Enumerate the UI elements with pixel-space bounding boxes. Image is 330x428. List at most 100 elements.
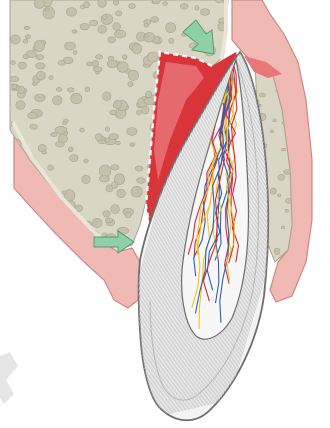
bone-pore: [270, 188, 276, 194]
bone-pore: [103, 92, 111, 101]
bone-pore: [99, 176, 109, 182]
bone-pore: [128, 70, 138, 80]
bone-pore: [169, 38, 174, 43]
bone-pore: [53, 96, 62, 105]
bone-pore: [10, 76, 19, 82]
bone-pore: [11, 61, 16, 65]
bone-pore: [49, 243, 55, 249]
bone-pore: [92, 218, 102, 227]
bone-pore: [92, 60, 98, 67]
bone-pore: [67, 88, 74, 92]
bone-pore: [278, 174, 285, 180]
bone-pore: [105, 127, 110, 132]
bone-pore: [131, 186, 142, 197]
bone-pore: [113, 23, 121, 31]
bone-pore: [68, 147, 73, 152]
bone-pore: [135, 166, 143, 171]
bone-pore: [58, 135, 67, 143]
bone-pore: [270, 130, 273, 133]
bone-pore: [274, 248, 280, 254]
chevron-watermark-icon: [0, 352, 18, 404]
bone-pore: [11, 35, 21, 44]
bone-pore: [125, 212, 131, 217]
bone-pore: [96, 55, 103, 59]
bone-pore: [80, 23, 89, 30]
bone-pore: [282, 148, 286, 150]
bone-pore: [42, 151, 47, 154]
bone-pore: [56, 87, 62, 91]
bone-pore: [19, 62, 27, 69]
bone-pore: [66, 8, 76, 17]
bone-pore: [38, 145, 46, 152]
bone-pore: [105, 138, 109, 142]
bone-pore: [72, 30, 77, 33]
bone-pore: [112, 182, 118, 189]
bone-pore: [90, 20, 98, 26]
bone-pore: [24, 26, 29, 29]
bone-pore: [103, 211, 111, 217]
bone-pore: [147, 52, 159, 62]
bone-pore: [98, 0, 107, 7]
bone-pore: [286, 198, 292, 203]
bone-pore: [23, 54, 28, 58]
bone-pore: [108, 56, 114, 61]
bone-pore: [111, 205, 120, 214]
bone-pore: [34, 41, 44, 52]
bone-pore: [110, 110, 117, 115]
bone-pore: [62, 122, 67, 125]
bone-pore: [130, 143, 135, 147]
bone-pore: [49, 76, 53, 80]
bone-pore: [51, 133, 58, 137]
bone-pore: [70, 155, 78, 162]
bone-pore: [107, 60, 117, 67]
bone-pore: [152, 0, 160, 4]
bone-pore: [48, 165, 54, 171]
bone-pore: [95, 134, 102, 141]
bone-pore: [163, 2, 168, 6]
bone-pore: [117, 62, 128, 73]
bone-pore: [55, 126, 67, 133]
bone-pore: [144, 24, 149, 28]
bone-pore: [115, 30, 126, 38]
bone-pore: [129, 4, 136, 9]
bone-pore: [273, 119, 276, 122]
bone-pore: [28, 112, 38, 118]
bone-pore: [65, 42, 76, 50]
bone-pore: [144, 98, 155, 105]
bone-pore: [146, 91, 152, 98]
bone-pore: [35, 94, 45, 102]
bone-pore: [6, 246, 15, 253]
bone-pore: [93, 67, 102, 72]
bone-pore: [84, 159, 89, 163]
bone-pore: [58, 60, 65, 65]
bone-pore: [102, 15, 107, 20]
bone-pore: [180, 3, 188, 9]
bone-pore: [25, 35, 30, 39]
bone-pore: [137, 178, 146, 184]
bone-pore: [166, 23, 176, 33]
bone-pore: [86, 62, 92, 66]
bone-pore: [80, 128, 85, 132]
bone-pore: [30, 124, 37, 129]
bone-pore: [122, 55, 127, 60]
bone-pore: [195, 6, 199, 11]
bone-pore: [36, 55, 44, 60]
bone-pore: [108, 37, 116, 43]
bone-pore: [216, 0, 223, 3]
bone-pore: [105, 218, 113, 223]
bone-pore: [36, 63, 46, 69]
bone-pore: [142, 106, 150, 114]
bone-pore: [23, 39, 28, 43]
bone-pore: [85, 87, 90, 92]
bone-pore: [200, 9, 209, 16]
bone-pore: [45, 8, 50, 11]
bone-pore: [144, 35, 148, 38]
bone-pore: [111, 165, 119, 171]
bone-pore: [98, 25, 107, 33]
bone-pore: [82, 175, 90, 184]
bone-pore: [116, 11, 122, 16]
bone-pore: [259, 93, 265, 97]
bone-pore: [151, 17, 159, 23]
bone-pore: [114, 100, 122, 108]
